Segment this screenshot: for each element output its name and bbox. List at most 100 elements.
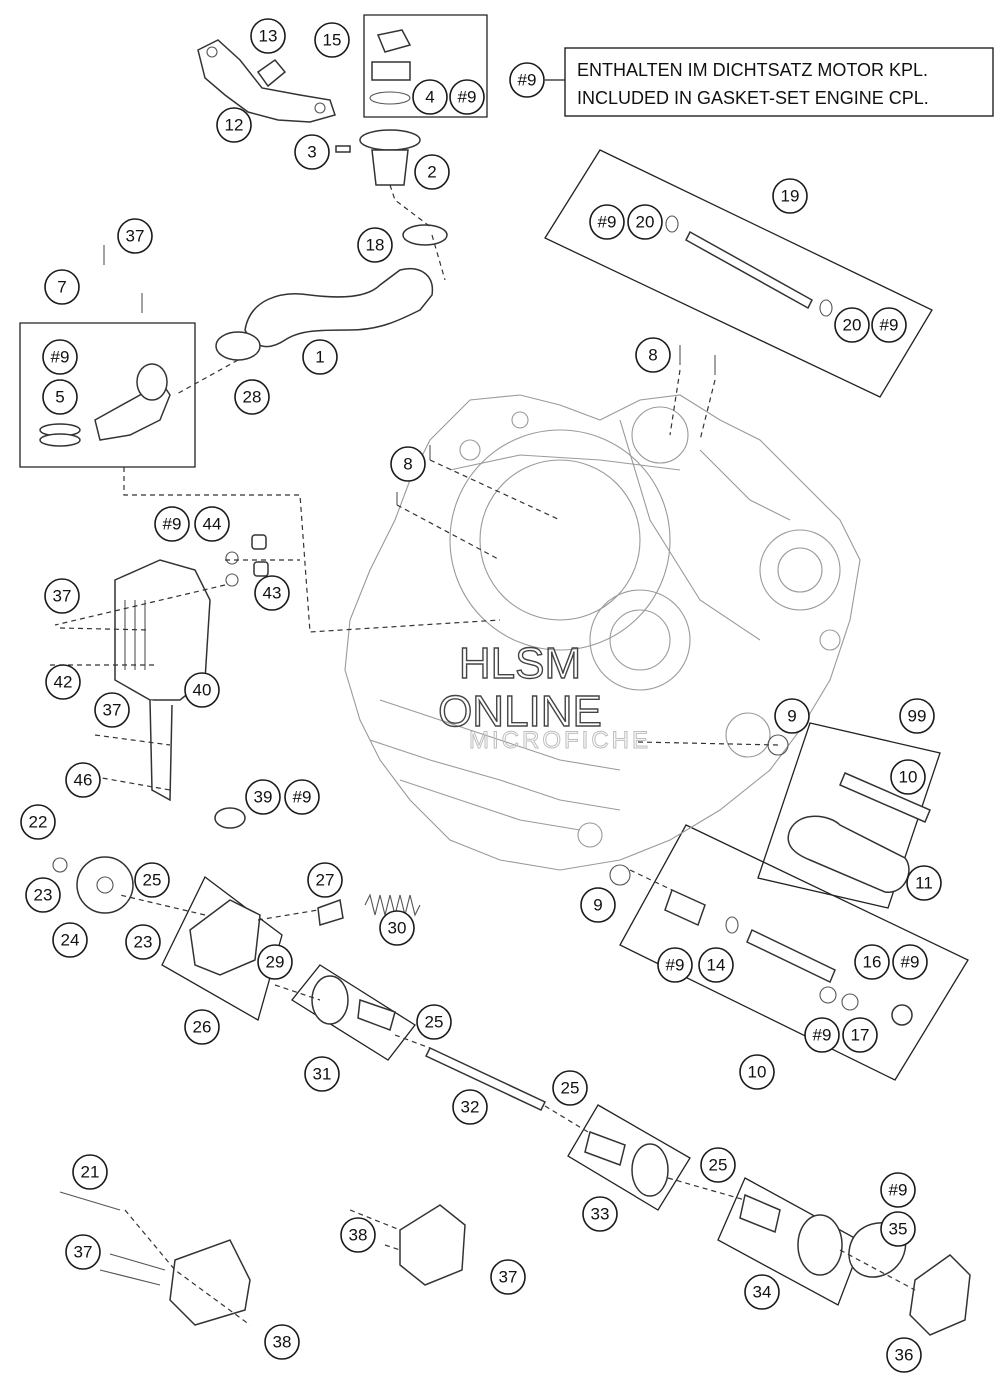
svg-text:22: 22 (29, 813, 48, 832)
svg-text:#9: #9 (598, 213, 617, 232)
svg-text:20: 20 (843, 316, 862, 335)
svg-text:37: 37 (53, 587, 72, 606)
part-21-pump-housing (169, 1239, 251, 1326)
svg-text:14: 14 (707, 956, 726, 975)
callout-24: 24 (52, 922, 88, 958)
svg-text:8: 8 (648, 346, 657, 365)
part-2-filler-neck (359, 129, 421, 151)
svg-text:3: 3 (307, 143, 316, 162)
svg-text:8: 8 (403, 455, 412, 474)
callout-11: 11 (906, 865, 942, 901)
callout-5: 5 (42, 379, 78, 415)
part-36-cover (909, 1254, 971, 1336)
svg-text:37: 37 (74, 1243, 93, 1262)
callout-37-b: 37 (44, 578, 80, 614)
svg-text:#9: #9 (163, 515, 182, 534)
callout-9-i: #9 (657, 947, 693, 983)
svg-text:18: 18 (366, 236, 385, 255)
leader-lines (50, 184, 916, 1326)
callout-16: 16 (854, 944, 890, 980)
svg-text:25: 25 (425, 1013, 444, 1032)
callout-31: 31 (304, 1056, 340, 1092)
callout-4: 4 (412, 79, 448, 115)
svg-text:10: 10 (748, 1063, 767, 1082)
callout-37-e: 37 (490, 1259, 526, 1295)
part-44-sleeve (251, 534, 267, 550)
callout-9-a: #9 (449, 79, 485, 115)
box-group-10 (619, 824, 969, 1081)
note-line-1: ENTHALTEN IM DICHTSATZ MOTOR KPL. (577, 60, 928, 80)
svg-text:#9: #9 (813, 1026, 832, 1045)
callout-37-d: 37 (65, 1234, 101, 1270)
part-43-sleeve (253, 561, 269, 577)
note-box: ENTHALTEN IM DICHTSATZ MOTOR KPL. INCLUD… (509, 47, 994, 117)
svg-text:23: 23 (134, 933, 153, 952)
callout-36: 36 (886, 1337, 922, 1373)
part-30-spring (364, 893, 421, 917)
callout-9-f: #9 (284, 779, 320, 815)
callout-27: 27 (307, 862, 343, 898)
callout-14: 14 (698, 947, 734, 983)
svg-text:36: 36 (895, 1346, 914, 1365)
svg-text:35: 35 (889, 1220, 908, 1239)
callout-20-a: 20 (627, 204, 663, 240)
callout-10-b: 10 (739, 1054, 775, 1090)
svg-text:10: 10 (899, 768, 918, 787)
callout-26: 26 (184, 1009, 220, 1045)
svg-text:#9: #9 (889, 1181, 908, 1200)
callout-37-c: 37 (94, 692, 130, 728)
svg-text:32: 32 (461, 1098, 480, 1117)
callout-32: 32 (452, 1089, 488, 1125)
svg-text:9: 9 (593, 896, 602, 915)
svg-text:38: 38 (273, 1333, 292, 1352)
part-31-rotor (311, 975, 349, 1025)
svg-text:9: 9 (787, 707, 796, 726)
svg-text:5: 5 (55, 388, 64, 407)
part-24-gear (76, 856, 134, 914)
part-15-filler-cap (371, 61, 411, 81)
callout-13: 13 (250, 18, 286, 54)
callout-33: 33 (582, 1196, 618, 1232)
svg-text:44: 44 (203, 515, 222, 534)
callout-9-g: 9 (774, 698, 810, 734)
callout-9-e: #9 (154, 506, 190, 542)
svg-text:17: 17 (851, 1026, 870, 1045)
callout-9-h: 9 (580, 887, 616, 923)
part-38-pump-housing (399, 1204, 466, 1286)
svg-text:21: 21 (81, 1163, 100, 1182)
callout-29: 29 (257, 944, 293, 980)
callout-18: 18 (357, 227, 393, 263)
callout-21: 21 (72, 1154, 108, 1190)
callout-25-c: 25 (552, 1070, 588, 1106)
svg-text:15: 15 (323, 31, 342, 50)
crankcase (344, 394, 861, 871)
callout-15: 15 (314, 22, 350, 58)
svg-text:43: 43 (263, 584, 282, 603)
box-group-15 (363, 14, 488, 118)
svg-text:27: 27 (316, 871, 335, 890)
callout-9-c: #9 (589, 204, 625, 240)
callout-44: 44 (194, 506, 230, 542)
callout-34: 34 (744, 1274, 780, 1310)
svg-text:#9: #9 (518, 71, 537, 90)
callout-17: 17 (842, 1017, 878, 1053)
callout-38-a: 38 (340, 1217, 376, 1253)
callout-12: 12 (216, 107, 252, 143)
svg-text:26: 26 (193, 1018, 212, 1037)
svg-text:1: 1 (315, 348, 324, 367)
svg-text:11: 11 (915, 874, 933, 893)
callout-3: 3 (294, 134, 330, 170)
svg-text:19: 19 (781, 187, 800, 206)
callout-23-a: 23 (25, 877, 61, 913)
svg-text:25: 25 (561, 1079, 580, 1098)
watermark-line-3: MICROFICHE (469, 727, 651, 754)
box-group-7 (19, 322, 196, 468)
svg-text:4: 4 (425, 88, 434, 107)
box-group-19 (544, 149, 933, 398)
svg-text:28: 28 (243, 388, 262, 407)
part-18-clamp (402, 224, 448, 246)
callouts: 13 15 12 4 #9 3 2 18 37 7 #9 5 1 28 19 #… (20, 18, 942, 1373)
note-ref-callout: #9 (509, 62, 545, 98)
callout-23-b: 23 (125, 924, 161, 960)
